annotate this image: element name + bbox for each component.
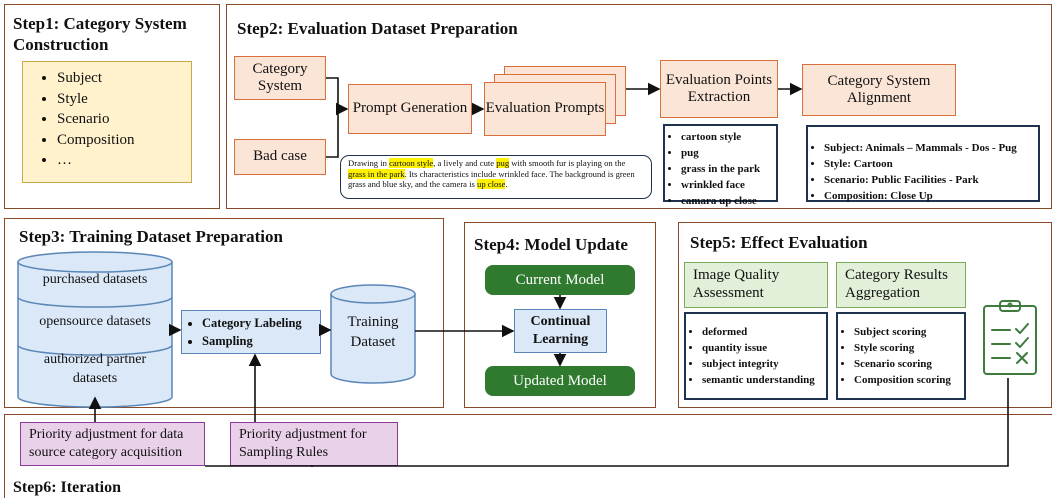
evaluation-points-list: cartoon style pug grass in the park wrin… — [663, 124, 778, 207]
category-system-box: Category System — [234, 56, 326, 100]
step5-title: Step5: Effect Evaluation — [690, 233, 868, 252]
bad-case-box: Bad case — [234, 139, 326, 175]
scoring-item: Style scoring — [854, 340, 964, 356]
alignment-item: Composition: Close Up — [824, 188, 1038, 204]
evaluation-points-extraction-box: Evaluation Points Extraction — [660, 60, 778, 118]
priority-sampling-box: Priority adjustment for Sampling Rules — [230, 422, 398, 466]
labeling-item: Sampling — [202, 332, 302, 350]
example-prompt-bubble: Drawing in cartoon style, a lively and c… — [340, 155, 652, 199]
clipboard-checklist-icon — [983, 300, 1037, 375]
scoring-item: Subject scoring — [854, 324, 964, 340]
step1-category-list: Subject Style Scenario Composition … — [22, 61, 192, 183]
labeling-item: Category Labeling — [202, 314, 302, 332]
category-alignment-list: Subject: Animals – Mammals - Dos - Pug S… — [806, 125, 1040, 202]
evaluation-point: pug — [681, 145, 776, 161]
quality-item: subject integrity — [702, 356, 826, 372]
alignment-item: Subject: Animals – Mammals - Dos - Pug — [824, 140, 1038, 156]
category-results-aggregation-box: Category Results Aggregation — [836, 262, 966, 308]
prompt-generation-box: Prompt Generation — [348, 84, 472, 134]
category-item: Scenario — [57, 109, 191, 130]
scoring-item: Scenario scoring — [854, 356, 964, 372]
evaluation-prompts-box: Evaluation Prompts — [484, 82, 606, 136]
evaluation-point: grass in the park — [681, 161, 776, 177]
scoring-item: Composition scoring — [854, 372, 964, 388]
purchased-datasets-label: purchased datasets — [42, 272, 148, 287]
category-item: Style — [57, 89, 191, 110]
priority-data-source-box: Priority adjustment for data source cate… — [20, 422, 205, 466]
step1-title: Step1: Category System Construction — [13, 14, 187, 55]
step6-title: Step6: Iteration — [13, 479, 121, 496]
opensource-datasets-label: opensource datasets — [39, 314, 151, 329]
evaluation-point: wrinkled face — [681, 177, 776, 193]
updated-model-box: Updated Model — [485, 366, 635, 396]
step2-title: Step2: Evaluation Dataset Preparation — [237, 19, 518, 38]
category-scoring-list: Subject scoring Style scoring Scenario s… — [836, 312, 966, 400]
category-system-alignment-box: Category System Alignment — [802, 64, 956, 116]
evaluation-point: camara up close — [681, 193, 776, 209]
continual-learning-box: Continual Learning — [514, 309, 607, 353]
alignment-item: Style: Cartoon — [824, 156, 1038, 172]
current-model-box: Current Model — [485, 265, 635, 295]
category-labeling-box: Category Labeling Sampling — [181, 310, 321, 354]
category-item: Subject — [57, 68, 191, 89]
step3-title: Step3: Training Dataset Preparation — [19, 227, 283, 246]
image-quality-list: deformed quantity issue subject integrit… — [684, 312, 828, 400]
category-item: … — [57, 150, 191, 171]
step4-title: Step4: Model Update — [474, 235, 628, 254]
quality-item: semantic understanding — [702, 372, 826, 388]
training-dataset-label: Training Dataset — [347, 314, 399, 350]
quality-item: deformed — [702, 324, 826, 340]
quality-item: quantity issue — [702, 340, 826, 356]
image-quality-assessment-box: Image Quality Assessment — [684, 262, 828, 308]
step1-panel: Step1: Category System Construction Subj… — [4, 4, 220, 209]
evaluation-point: cartoon style — [681, 129, 776, 145]
alignment-item: Scenario: Public Facilities - Park — [824, 172, 1038, 188]
authorized-partner-datasets-label: authorized partner datasets — [43, 352, 147, 386]
category-item: Composition — [57, 130, 191, 151]
